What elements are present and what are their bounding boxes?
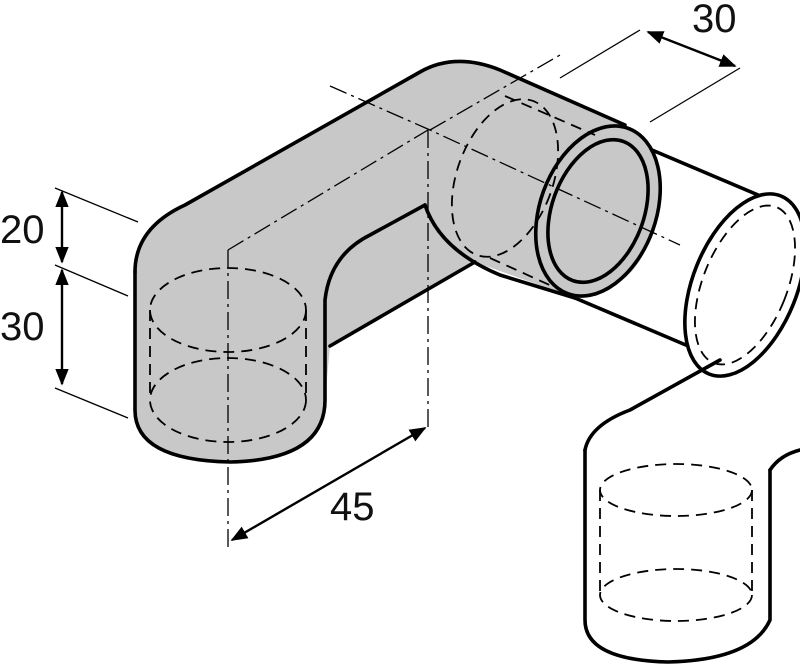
- dim-label-arm-length: 45: [330, 485, 375, 529]
- dimension-arm-length: 45: [230, 426, 427, 542]
- dim-label-height-lower: 30: [0, 305, 45, 349]
- connecting-tube: [573, 126, 800, 378]
- dim-label-top-diameter: 30: [692, 0, 737, 41]
- elbow-fill: [135, 61, 658, 462]
- dimension-left-heights: 20 30: [0, 187, 139, 419]
- lower-ghost-fitting: [583, 358, 800, 664]
- dimension-top-diameter: 30: [559, 0, 741, 123]
- center-lines: [227, 54, 681, 552]
- elbow-body: [133, 59, 663, 464]
- dim-label-height-upper: 20: [0, 208, 45, 252]
